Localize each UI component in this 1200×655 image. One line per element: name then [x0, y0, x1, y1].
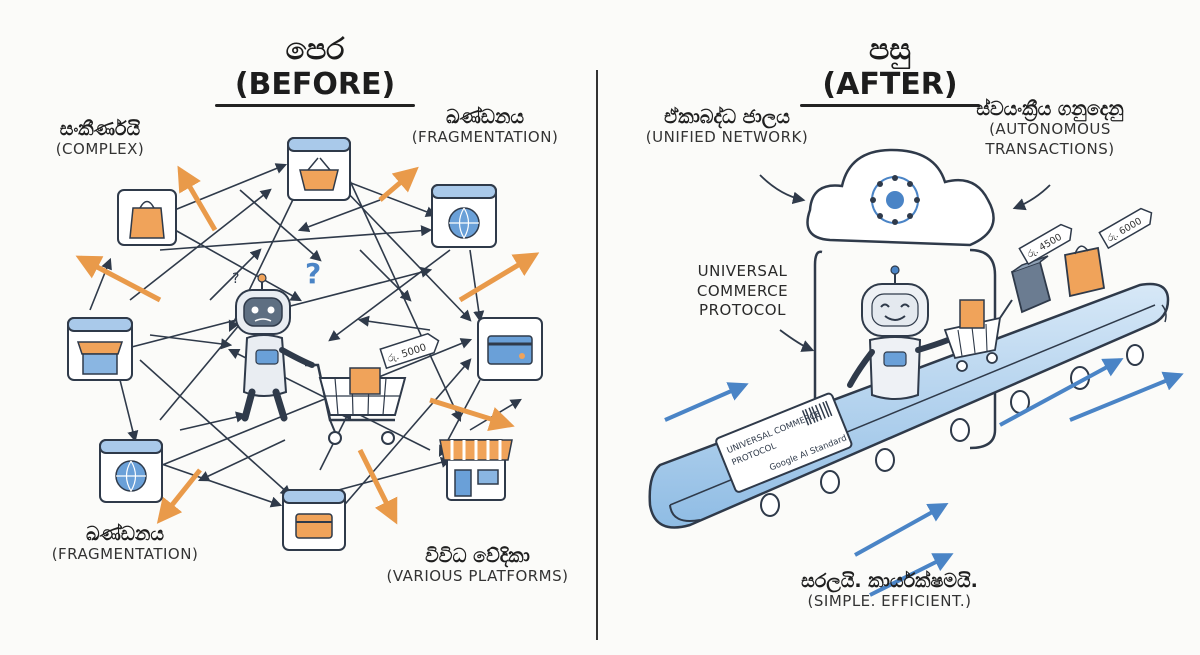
- label-auto-en-1: (AUTONOMOUS: [989, 120, 1111, 138]
- before-title-underline: [215, 104, 415, 107]
- label-simple-en: (SIMPLE. EFFICIENT.): [807, 592, 972, 610]
- after-title-underline: [800, 104, 980, 107]
- shopping-bag-icon: [117, 189, 177, 246]
- card-window-icon-bottom: [282, 489, 346, 551]
- label-complex-en: (COMPLEX): [55, 140, 145, 158]
- svg-text:?: ?: [305, 257, 321, 290]
- shopping-bag-item: [1064, 245, 1106, 298]
- shopping-cart-before: [305, 363, 407, 445]
- before-title-text: පෙර (BEFORE): [234, 32, 396, 102]
- shop-awning-icon: [439, 439, 513, 501]
- pointer-auto: [1012, 184, 1051, 211]
- cloud-network-icon: [806, 148, 995, 247]
- label-fragmentation-top: ඛණ්ඩනය (FRAGMENTATION): [395, 106, 575, 148]
- label-auto-si: ස්වයංක්‍රීය ගනුදෙනු: [976, 98, 1124, 120]
- label-network-en: (UNIFIED NETWORK): [645, 128, 809, 146]
- label-network-si: ඒකාබද්ධ ජාලය: [664, 106, 790, 128]
- happy-robot: [847, 265, 951, 400]
- label-autonomous-transactions: ස්වයංක්‍රීය ගනුදෙනු (AUTONOMOUS TRANSACT…: [945, 98, 1155, 159]
- orange-arrows: [75, 165, 540, 525]
- protocol-line-2: COMMERCE: [696, 281, 789, 300]
- label-unified-network: ඒකාබද්ධ ජාලය (UNIFIED NETWORK): [632, 106, 822, 148]
- svg-text:?: ?: [232, 271, 239, 287]
- price-tag-before: රු. 5000: [379, 332, 440, 370]
- label-various-platforms: විවිධ වේදිකා (VARIOUS PLATFORMS): [370, 545, 585, 587]
- blue-motion-arrows: [664, 358, 1184, 597]
- credit-card-window-icon: [477, 317, 543, 381]
- globe-window-icon-bottom: [99, 439, 163, 503]
- label-frag-top-en: (FRAGMENTATION): [411, 128, 559, 146]
- label-complex-si: සංකීර්ණයි: [59, 118, 141, 140]
- confused-robot: ? ?: [232, 257, 321, 422]
- basket-window-icon: [287, 137, 351, 201]
- label-universal-commerce-protocol: UNIVERSAL COMMERCE PROTOCOL: [680, 262, 805, 321]
- product-box-item: [1010, 255, 1052, 314]
- before-title: පෙර (BEFORE): [215, 32, 415, 107]
- label-simple-si: සරලයි. කාර්යක්ෂමයි.: [801, 570, 978, 592]
- pointer-protocol: [779, 329, 815, 352]
- label-frag-bottom-si: ඛණ්ඩනය: [85, 523, 165, 545]
- price-tag-after-2: රු. 6000: [1098, 207, 1153, 250]
- pointer-network: [759, 174, 806, 205]
- label-complex: සංකීර්ණයි (COMPLEX): [20, 118, 180, 160]
- protocol-line-3: PROTOCOL: [699, 301, 786, 319]
- shopping-cart-after: [943, 299, 1013, 372]
- storefront-window-icon: [67, 317, 133, 381]
- after-title: පසු (AFTER): [800, 32, 980, 107]
- globe-window-icon-top: [431, 184, 497, 248]
- label-frag-bottom-en: (FRAGMENTATION): [51, 545, 199, 563]
- protocol-line-1: UNIVERSAL: [697, 262, 788, 280]
- label-fragmentation-bottom: ඛණ්ඩනය (FRAGMENTATION): [35, 523, 215, 565]
- label-platforms-en: (VARIOUS PLATFORMS): [386, 567, 569, 585]
- label-simple-efficient: සරලයි. කාර්යක්ෂමයි. (SIMPLE. EFFICIENT.): [752, 570, 1027, 612]
- cloud-pipe-left: [813, 250, 823, 410]
- belt-motion-mark: [1161, 304, 1167, 323]
- label-frag-top-si: ඛණ්ඩනය: [445, 106, 525, 128]
- label-auto-en-2: TRANSACTIONS): [985, 139, 1115, 158]
- label-platforms-si: විවිධ වේදිකා: [425, 545, 530, 567]
- after-title-text: පසු (AFTER): [822, 32, 958, 102]
